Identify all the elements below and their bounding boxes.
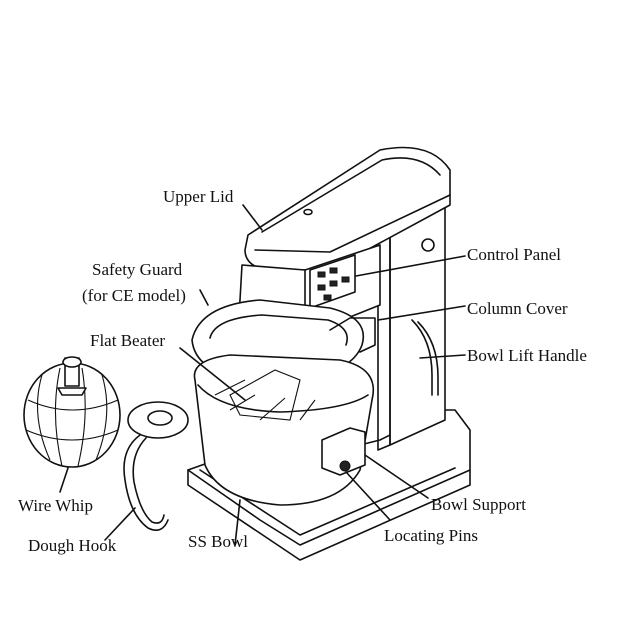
label-locating-pins: Locating Pins xyxy=(384,526,478,545)
label-control-panel: Control Panel xyxy=(467,245,561,264)
label-safety-guard: Safety Guard xyxy=(92,260,183,279)
label-safety-guard-note: (for CE model) xyxy=(82,286,186,305)
locating-pin xyxy=(339,460,351,472)
label-upper-lid: Upper Lid xyxy=(163,187,234,206)
wire-whip xyxy=(23,356,121,468)
label-dough-hook: Dough Hook xyxy=(28,536,117,555)
control-display xyxy=(317,271,326,278)
leader-lines xyxy=(59,204,466,546)
label-ss-bowl: SS Bowl xyxy=(188,532,248,551)
bowl-lift-handle xyxy=(411,319,433,396)
label-bowl-support: Bowl Support xyxy=(431,495,526,514)
bowl-support xyxy=(321,427,366,476)
column-knob xyxy=(421,238,435,252)
label-wire-whip: Wire Whip xyxy=(18,496,94,515)
dough-hook xyxy=(123,401,189,531)
flat-beater xyxy=(229,369,301,421)
label-flat-beater: Flat Beater xyxy=(90,331,166,350)
upper-lid xyxy=(244,146,451,271)
label-column-cover: Column Cover xyxy=(467,299,568,318)
label-bowl-lift-handle: Bowl Lift Handle xyxy=(467,346,587,365)
